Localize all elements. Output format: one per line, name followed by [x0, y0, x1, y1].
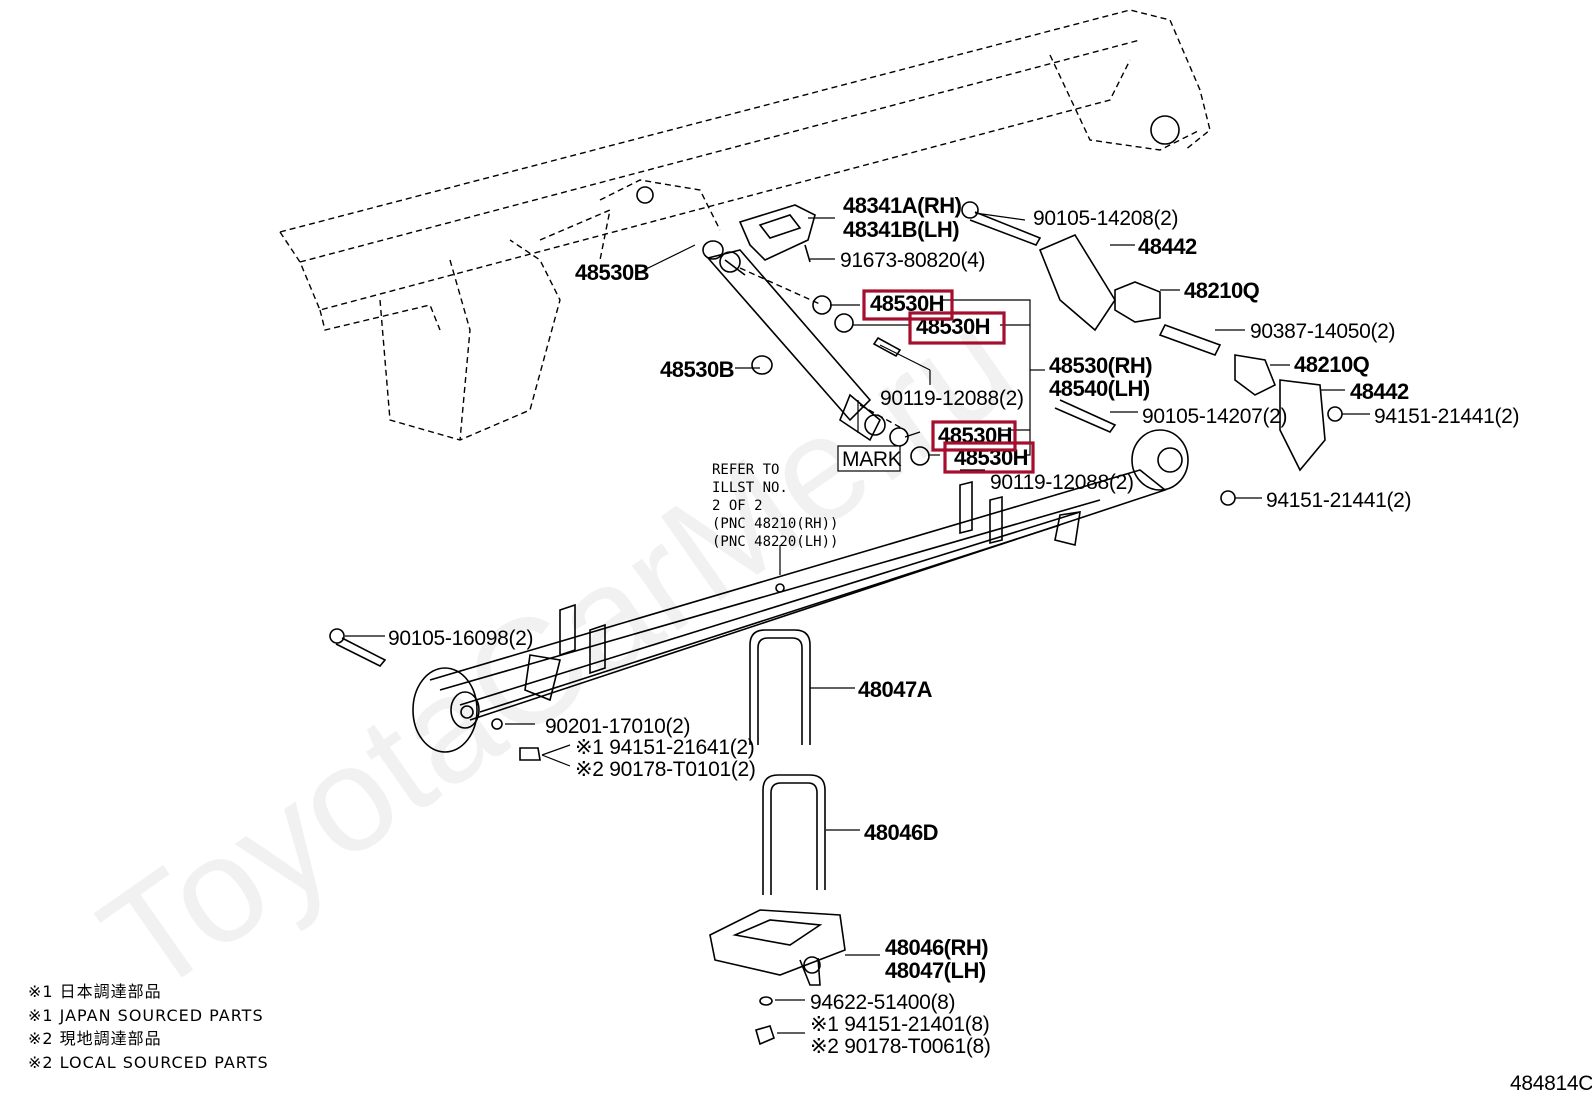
label-48210q-top[interactable]: 48210Q — [1184, 278, 1260, 303]
label-94151-21441-b[interactable]: 94151-21441(2) — [1266, 489, 1412, 512]
chassis-frame — [279, 9, 1211, 441]
shock-absorber — [702, 240, 930, 466]
label-91673-80820[interactable]: 91673-80820(4) — [840, 249, 986, 272]
label-48046d[interactable]: 48046D — [864, 820, 939, 845]
bolt-90105-16098 — [329, 628, 541, 761]
mark-box — [837, 445, 901, 472]
legend: ※1 日本調達部品 ※1 JAPAN SOURCED PARTS ※2 現地調達… — [28, 982, 269, 1072]
label-90119-12088-top[interactable]: 90119-12088(2) — [880, 387, 1024, 410]
label-90178-t0061[interactable]: ※2 90178-T0061(8) — [810, 1035, 991, 1058]
label-94151-21441-a[interactable]: 94151-21441(2) — [1374, 405, 1520, 428]
refer-note-line-4: (PNC 48210(RH)) — [712, 516, 838, 532]
label-94622-51400[interactable]: 94622-51400(8) — [810, 991, 956, 1014]
label-94151-21401[interactable]: ※1 94151-21401(8) — [810, 1013, 990, 1036]
highlight-boxes — [862, 289, 1035, 474]
diagram-id: 484814C — [1510, 1072, 1592, 1095]
highlight-48530h-2 — [908, 311, 1006, 345]
label-48047a[interactable]: 48047A — [858, 677, 933, 702]
label-48530-rh[interactable]: 48530(RH) — [1049, 353, 1153, 378]
label-48442-top[interactable]: 48442 — [1138, 234, 1197, 259]
label-48530b-mid[interactable]: 48530B — [660, 357, 735, 382]
label-48341b[interactable]: 48341B(LH) — [843, 217, 960, 242]
shackle-assembly — [961, 201, 1343, 506]
highlight-48530h-1 — [862, 289, 954, 321]
u-bolt-48046d — [762, 774, 826, 895]
highlight-48530h-3 — [931, 420, 1017, 452]
label-48210q-mid[interactable]: 48210Q — [1294, 352, 1370, 377]
u-bolt-48047a — [749, 629, 811, 745]
label-48047-lh[interactable]: 48047(LH) — [885, 958, 986, 983]
bracket-48341 — [738, 204, 816, 263]
refer-note-line-3: 2 OF 2 — [712, 498, 763, 514]
label-48540-lh[interactable]: 48540(LH) — [1049, 376, 1150, 401]
label-48530b-top[interactable]: 48530B — [575, 260, 650, 285]
label-90105-16098[interactable]: 90105-16098(2) — [388, 627, 534, 650]
label-90119-12088-bot[interactable]: 90119-12088(2) — [990, 471, 1134, 494]
part-labels: 48341A(RH) 48341B(LH) 90105-14208(2) 484… — [388, 193, 1520, 1058]
label-90105-14208[interactable]: 90105-14208(2) — [1033, 207, 1179, 230]
label-48341a[interactable]: 48341A(RH) — [843, 193, 962, 218]
label-90201-17010[interactable]: 90201-17010(2) — [545, 715, 691, 738]
label-48046-rh[interactable]: 48046(RH) — [885, 935, 989, 960]
legend-line-3: ※2 現地調達部品 — [28, 1029, 162, 1048]
legend-line-4: ※2 LOCAL SOURCED PARTS — [28, 1053, 269, 1072]
label-94151-21641[interactable]: ※1 94151-21641(2) — [575, 736, 755, 759]
highlight-48530h-4 — [943, 441, 1035, 474]
refer-note-line-5: (PNC 48220(LH)) — [712, 534, 838, 550]
label-48442-mid[interactable]: 48442 — [1350, 379, 1409, 404]
legend-line-2: ※1 JAPAN SOURCED PARTS — [28, 1006, 264, 1025]
refer-note-line-2: ILLST NO. — [712, 480, 788, 496]
legend-line-1: ※1 日本調達部品 — [28, 982, 162, 1001]
label-90387-14050[interactable]: 90387-14050(2) — [1250, 320, 1396, 343]
refer-note-line-1: REFER TO — [712, 462, 779, 478]
mark-label: MARK — [842, 448, 902, 471]
spring-seat-48046 — [709, 909, 846, 1046]
leader-lines — [345, 212, 1370, 1034]
label-90105-14207[interactable]: 90105-14207(2) — [1142, 405, 1288, 428]
leaf-spring — [412, 429, 1189, 753]
label-90178-t0101[interactable]: ※2 90178-T0101(2) — [575, 758, 756, 781]
